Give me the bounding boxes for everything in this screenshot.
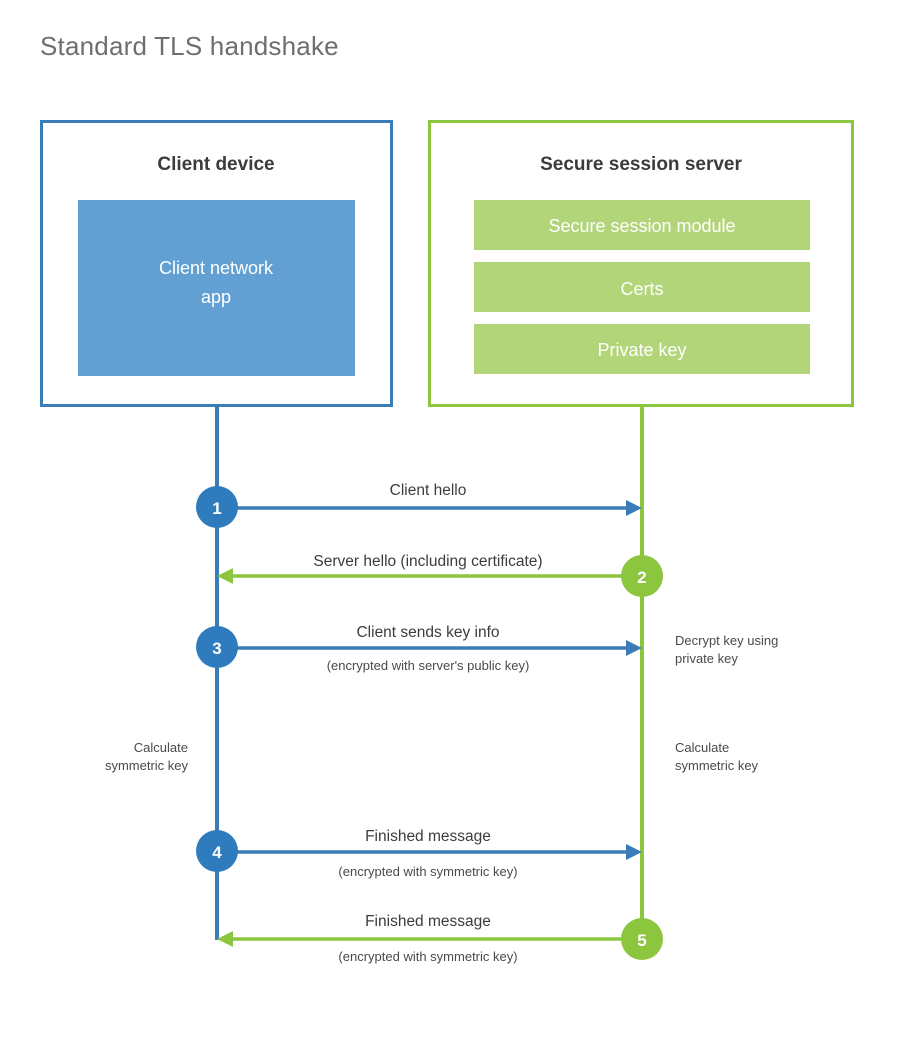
step-4-badge — [196, 830, 238, 872]
step-4-label: Finished message — [365, 828, 491, 845]
step-3-number: 3 — [212, 639, 221, 658]
step-2-number: 2 — [637, 568, 646, 587]
step-3-label: Client sends key info — [356, 624, 499, 641]
step-4-number: 4 — [212, 843, 222, 862]
step-5-arrow-head — [217, 931, 233, 947]
step-5-number: 5 — [637, 931, 646, 950]
server-module-box-0 — [474, 200, 810, 250]
server-module-label-2: Private key — [597, 340, 686, 360]
step-4-sublabel: (encrypted with symmetric key) — [338, 864, 517, 879]
step-5-group: Finished message (encrypted with symmetr… — [217, 913, 663, 964]
client-network-app-label-line1: Client network — [159, 258, 274, 278]
step-1-number: 1 — [212, 499, 221, 518]
client-calculate-note: Calculate symmetric key — [105, 740, 189, 773]
step-2-label: Server hello (including certificate) — [313, 553, 542, 570]
step-1-label: Client hello — [390, 482, 467, 499]
step-3-sublabel: (encrypted with server's public key) — [327, 658, 530, 673]
client-panel-title: Client device — [157, 154, 274, 175]
client-network-app-label-line2: app — [201, 287, 231, 307]
client-network-app-box — [78, 200, 355, 376]
step-4-group: Finished message (encrypted with symmetr… — [196, 828, 642, 879]
client-calculate-note-line2: symmetric key — [105, 758, 189, 773]
step-3-group: Client sends key info (encrypted with se… — [196, 624, 642, 673]
server-module-label-0: Secure session module — [548, 216, 735, 236]
step-5-sublabel: (encrypted with symmetric key) — [338, 949, 517, 964]
server-calculate-note-line2: symmetric key — [675, 758, 759, 773]
step-1-group: Client hello 1 — [196, 482, 642, 528]
step-3-arrow-head — [626, 640, 642, 656]
secure-session-server-panel: Secure session server Secure session mod… — [428, 120, 854, 407]
step-5-label: Finished message — [365, 913, 491, 930]
client-calculate-note-line1: Calculate — [134, 740, 188, 755]
server-module-box-1 — [474, 262, 810, 312]
server-calculate-note: Calculate symmetric key — [675, 740, 759, 773]
step-1-badge — [196, 486, 238, 528]
server-decrypt-note-line2: private key — [675, 651, 738, 666]
step-4-arrow-head — [626, 844, 642, 860]
step-1-arrow-head — [626, 500, 642, 516]
page-title: Standard TLS handshake — [40, 31, 339, 61]
step-2-badge — [621, 555, 663, 597]
server-panel-title: Secure session server — [540, 154, 742, 175]
server-module-box-2 — [474, 324, 810, 374]
step-3-badge — [196, 626, 238, 668]
step-5-badge — [621, 918, 663, 960]
server-module-label-1: Certs — [620, 279, 663, 299]
server-decrypt-note: Decrypt key using private key — [675, 633, 778, 666]
server-decrypt-note-line1: Decrypt key using — [675, 633, 778, 648]
step-2-arrow-head — [217, 568, 233, 584]
step-2-group: Server hello (including certificate) 2 — [217, 553, 663, 597]
server-calculate-note-line1: Calculate — [675, 740, 729, 755]
client-device-panel: Client device Client network app — [40, 120, 393, 407]
